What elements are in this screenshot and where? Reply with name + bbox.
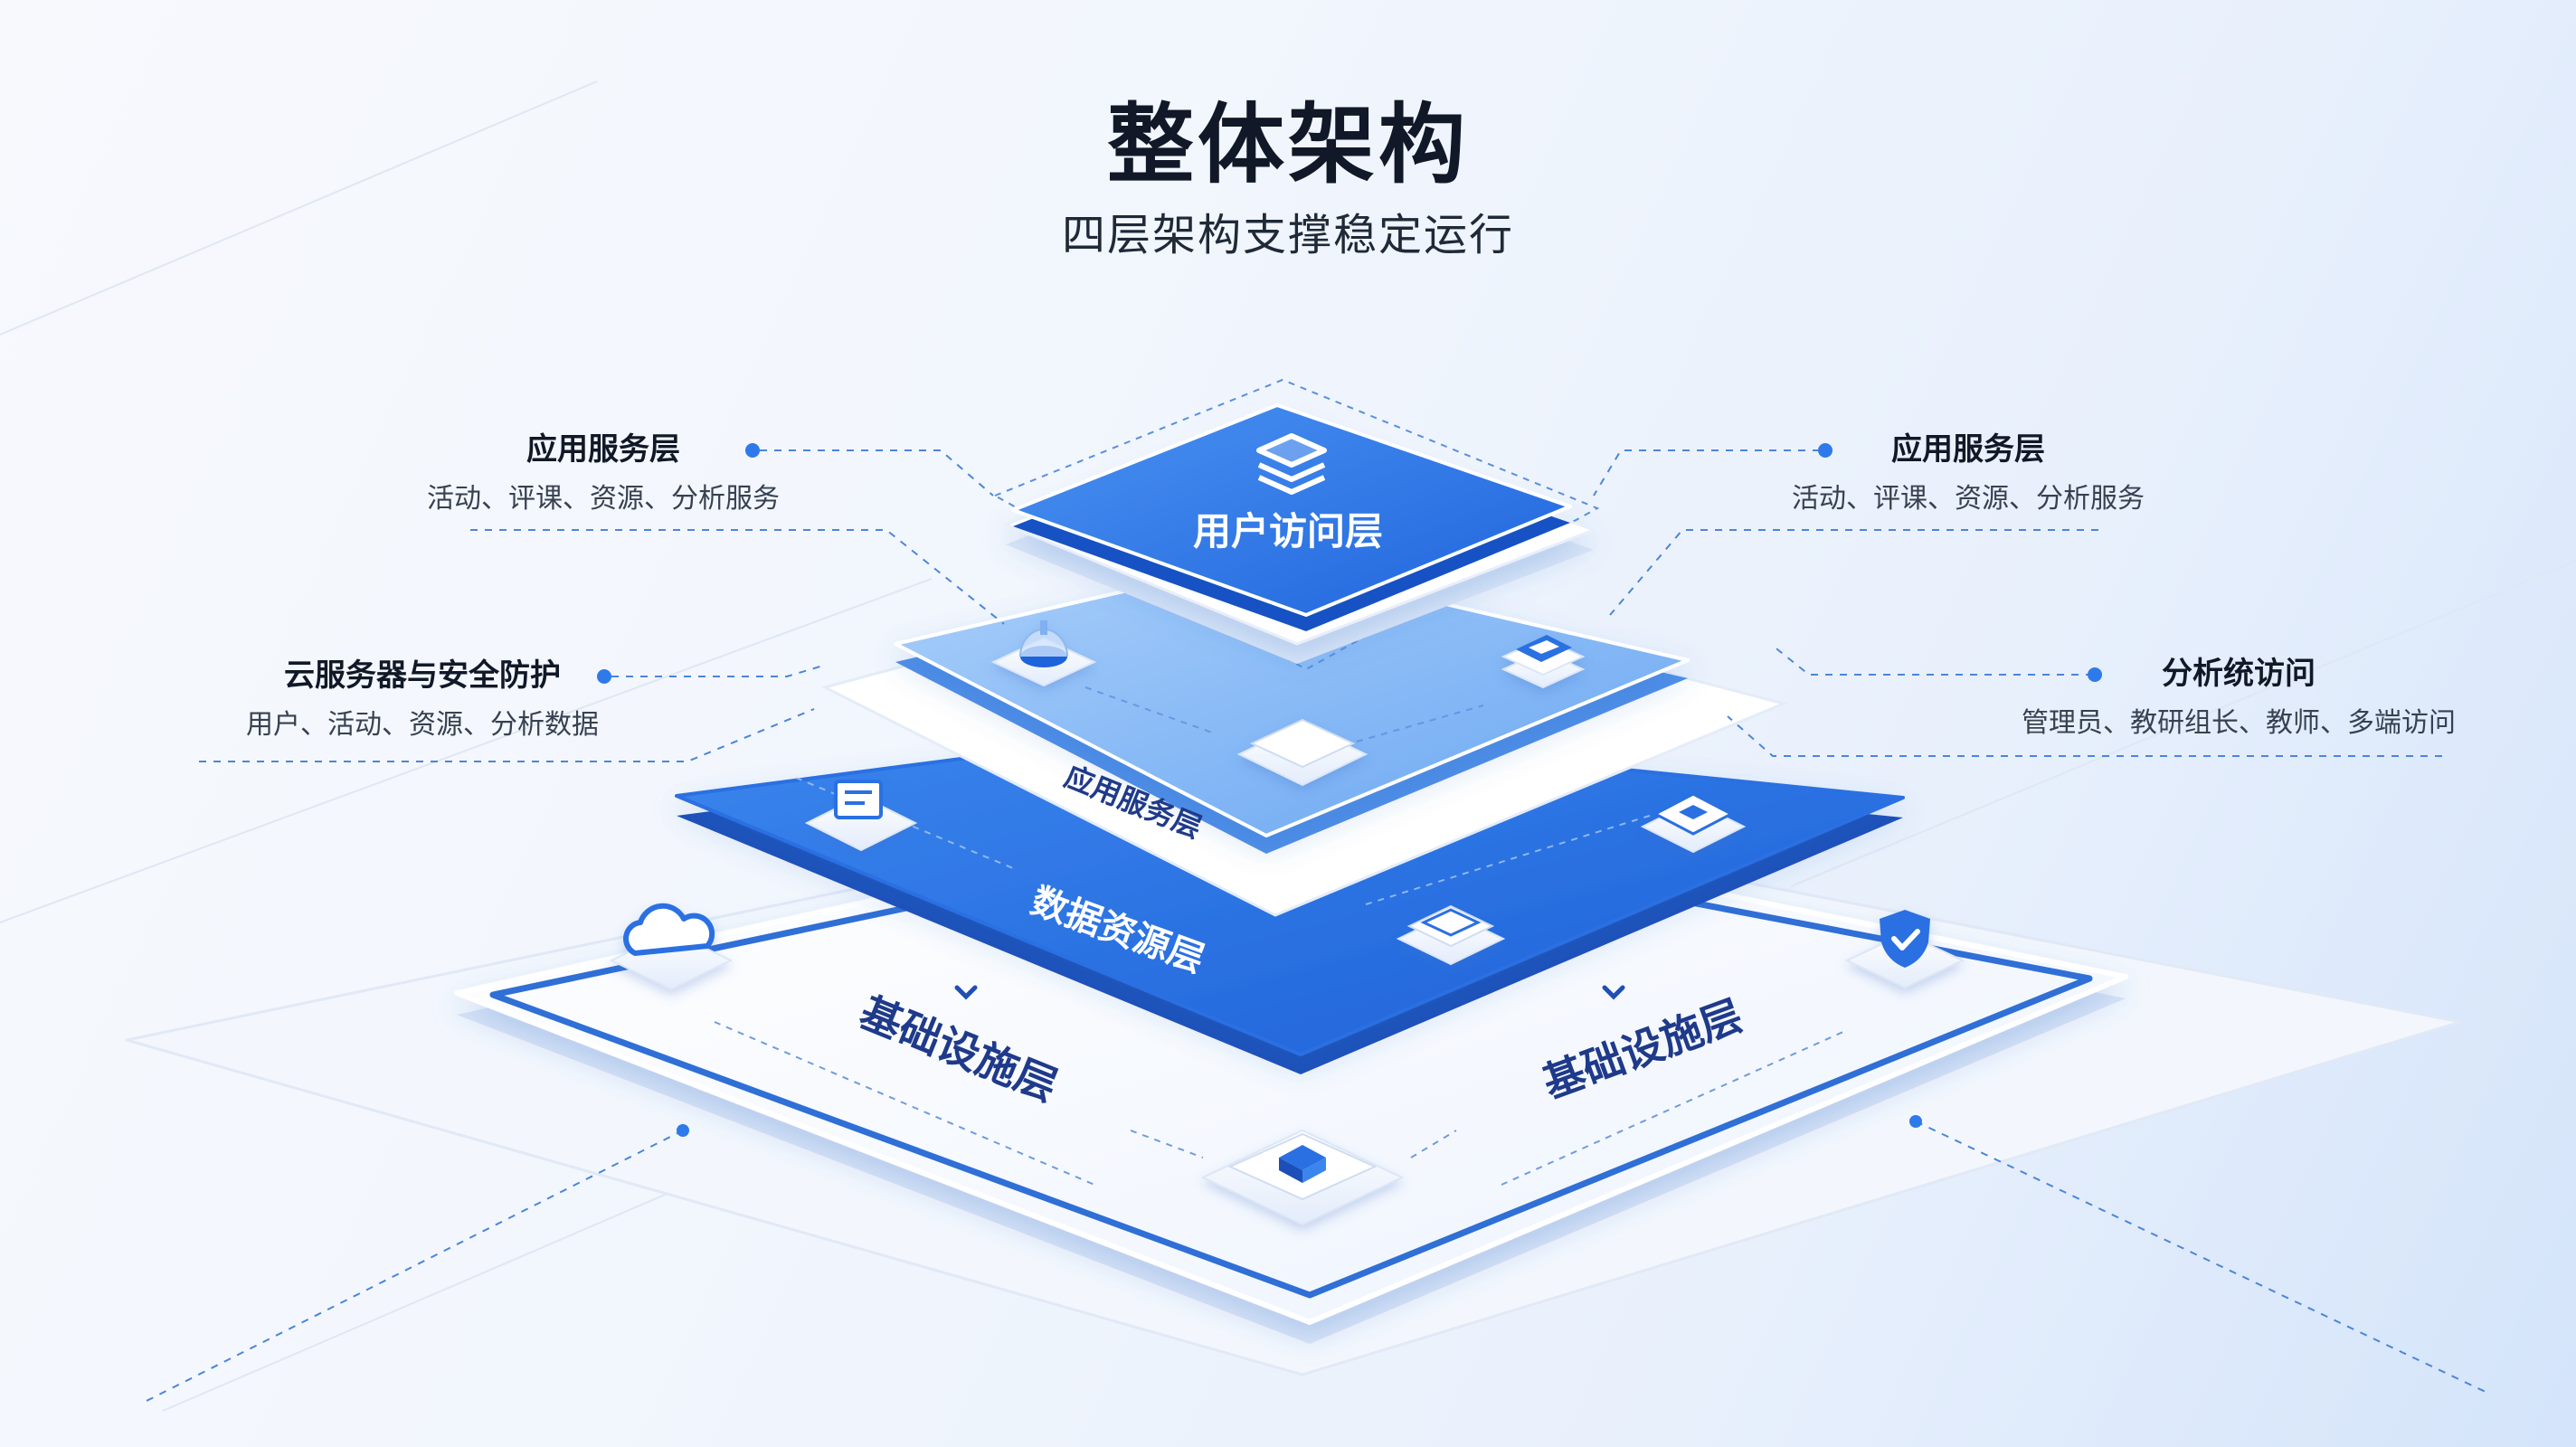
ground-dot-left <box>677 1124 689 1137</box>
chevron-down-icon <box>1602 985 1625 1000</box>
callout-title: 应用服务层 <box>1891 431 2045 468</box>
page-subtitle: 四层架构支撑稳定运行 <box>1061 210 1514 260</box>
dome-icon <box>990 620 1097 687</box>
ground-dot-right <box>1909 1115 1922 1128</box>
callout-right-top: 应用服务层 活动、评课、资源、分析服务 <box>1679 429 2258 519</box>
callout-dot-left-mid <box>597 669 611 684</box>
top-layer <box>992 378 1600 671</box>
drive-icon <box>1640 792 1747 854</box>
callout-left-top: 应用服务层 活动、评课、资源、分析服务 <box>314 429 893 519</box>
terminal-icon <box>804 780 918 852</box>
shield-check-icon <box>1844 910 1965 989</box>
callout-dot-right-top <box>1818 443 1833 458</box>
callout-dot-left-top <box>745 443 760 458</box>
device-icon <box>1236 718 1368 787</box>
chevron-down-icon <box>954 985 978 1000</box>
callout-title: 云服务器与安全防护 <box>284 657 561 694</box>
page-title: 整体架构 <box>1107 94 1469 195</box>
tablet-icon <box>1501 635 1586 689</box>
callout-left-mid: 云服务器与安全防护 用户、活动、资源、分析数据 <box>133 655 712 745</box>
layer-label-top: 用户访问层 <box>1193 509 1383 553</box>
server-icon <box>1396 904 1506 966</box>
callout-desc: 用户、活动、资源、分析数据 <box>246 709 599 741</box>
callout-desc: 活动、评课、资源、分析服务 <box>427 483 780 515</box>
stack-icon <box>1256 433 1327 495</box>
callout-desc: 管理员、教研组长、教师、多端访问 <box>2022 707 2456 739</box>
callout-dot-right-mid <box>2088 667 2102 682</box>
callout-title: 应用服务层 <box>526 431 680 468</box>
ground-guides <box>144 1121 2488 1403</box>
cloud-icon <box>609 903 734 991</box>
callout-right-mid: 分析统访问 管理员、教研组长、教师、多端访问 <box>1949 653 2528 743</box>
callout-connectors <box>199 449 2442 762</box>
callout-title: 分析统访问 <box>2162 656 2316 692</box>
chip-icon <box>1200 1129 1405 1226</box>
callout-desc: 活动、评课、资源、分析服务 <box>1792 483 2145 515</box>
